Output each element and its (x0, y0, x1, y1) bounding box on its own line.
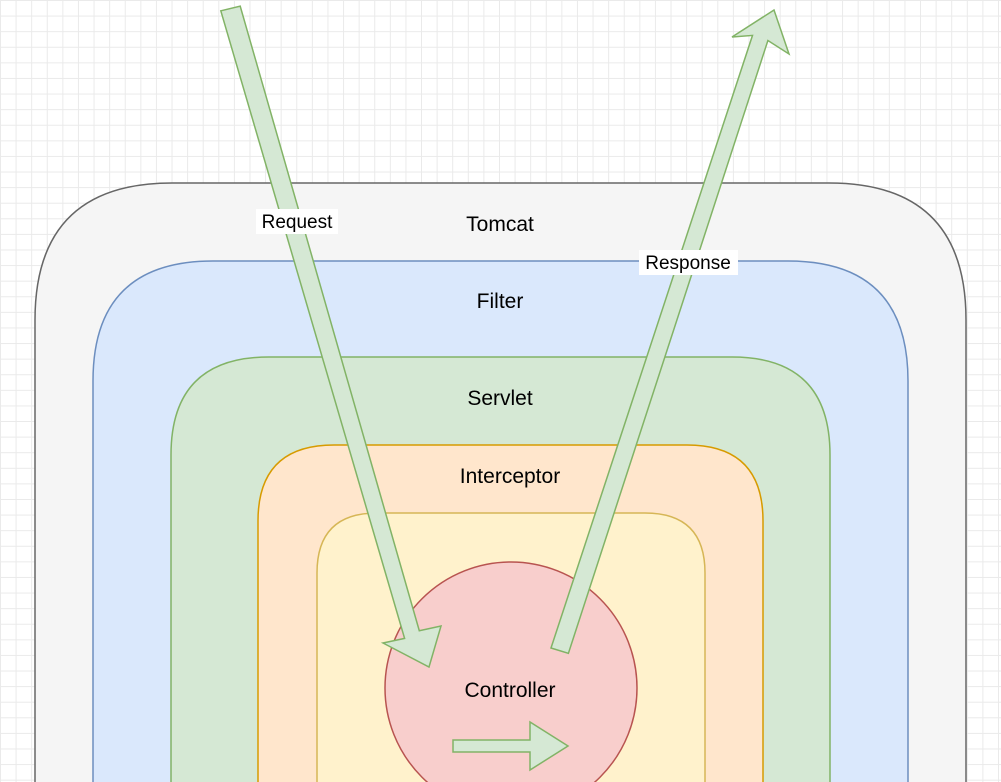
request-label: Request (262, 212, 333, 233)
request-arrow[interactable] (219, 5, 443, 669)
response-label: Response (645, 253, 731, 274)
filter-label: Filter (477, 290, 524, 313)
controller-label: Controller (464, 679, 555, 702)
tomcat-label: Tomcat (466, 213, 534, 236)
processing-arrow-icon (452, 720, 570, 772)
response-arrow[interactable] (550, 8, 791, 655)
servlet-label: Servlet (467, 387, 533, 410)
interceptor-label: Interceptor (460, 465, 560, 488)
request-label-bg (256, 209, 338, 234)
response-label-bg (639, 250, 738, 275)
